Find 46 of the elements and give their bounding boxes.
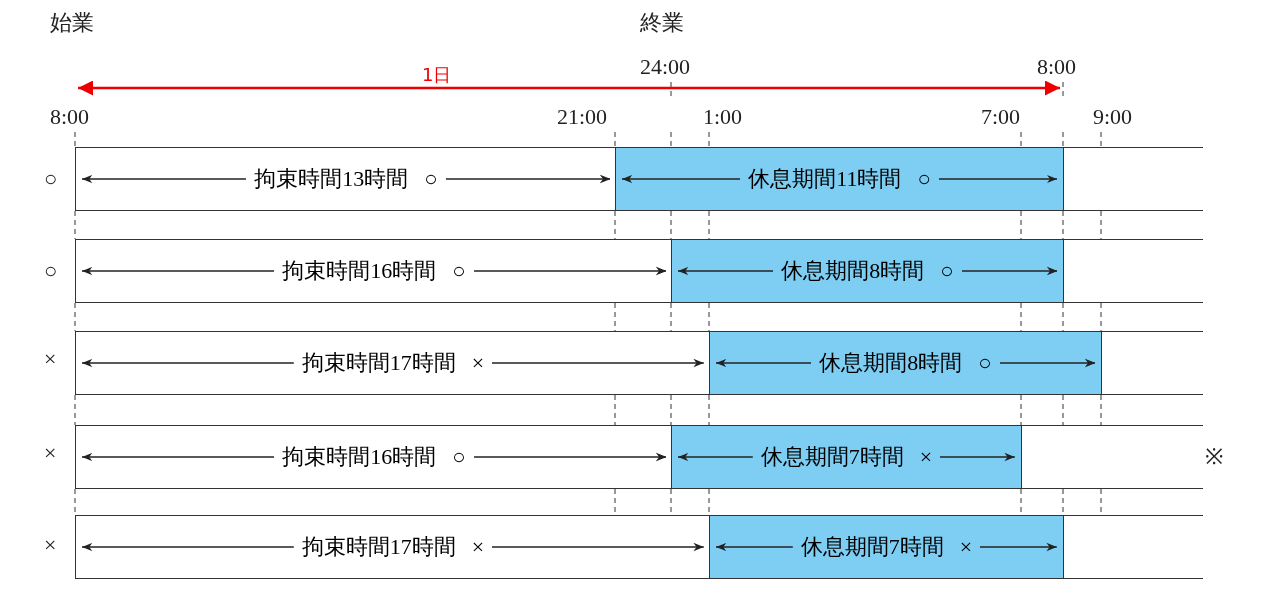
time-label: 9:00 [1093,104,1133,130]
time-label: 21:00 [557,104,608,130]
duration-text: 拘束時間16時間 [282,443,437,471]
rest-period-bar [709,331,1102,395]
duration-text: 休息期間7時間 [800,533,944,561]
judgement-mark: ○ [452,444,466,470]
judgement-mark: ○ [424,166,438,192]
time-label: 8:00 [1037,54,1077,80]
rest-period-bar [671,425,1022,489]
duration-text: 休息期間8時間 [781,257,925,285]
judgement-mark: ○ [452,258,466,284]
time-label: 24:00 [640,54,691,80]
judgement-mark: × [44,346,57,372]
duration-text: 拘束時間17時間 [301,349,456,377]
judgement-mark: ○ [940,258,954,284]
duty-period-bar [75,239,672,303]
duration-text: 休息期間7時間 [760,443,904,471]
judgement-mark: ○ [978,350,992,376]
heading-text: 終業 [640,10,684,36]
time-label: 8:00 [50,104,90,130]
duty-period-bar [75,425,672,489]
dimension-label: 1日 [422,63,452,87]
rest-period-bar [709,515,1064,579]
judgement-mark: × [44,532,57,558]
judgement-mark: ○ [44,258,58,284]
judgement-mark: × [44,440,57,466]
judgement-mark: ○ [917,166,931,192]
judgement-mark: × [919,444,933,470]
note-mark: ※ [1205,444,1223,470]
duration-text: 休息期間11時間 [748,165,902,193]
duration-text: 休息期間8時間 [819,349,963,377]
heading-text: 始業 [50,10,94,36]
judgement-mark: × [959,534,973,560]
judgement-mark: × [471,534,485,560]
duration-text: 拘束時間13時間 [254,165,409,193]
rest-period-bar [615,147,1064,211]
duty-period-bar [75,147,616,211]
judgement-mark: ○ [44,166,58,192]
time-label: 7:00 [981,104,1021,130]
duty-period-bar [75,331,710,395]
duration-text: 拘束時間16時間 [282,257,437,285]
judgement-mark: × [471,350,485,376]
time-label: 1:00 [703,104,743,130]
duration-text: 拘束時間17時間 [301,533,456,561]
rest-period-bar [671,239,1064,303]
duty-period-bar [75,515,710,579]
